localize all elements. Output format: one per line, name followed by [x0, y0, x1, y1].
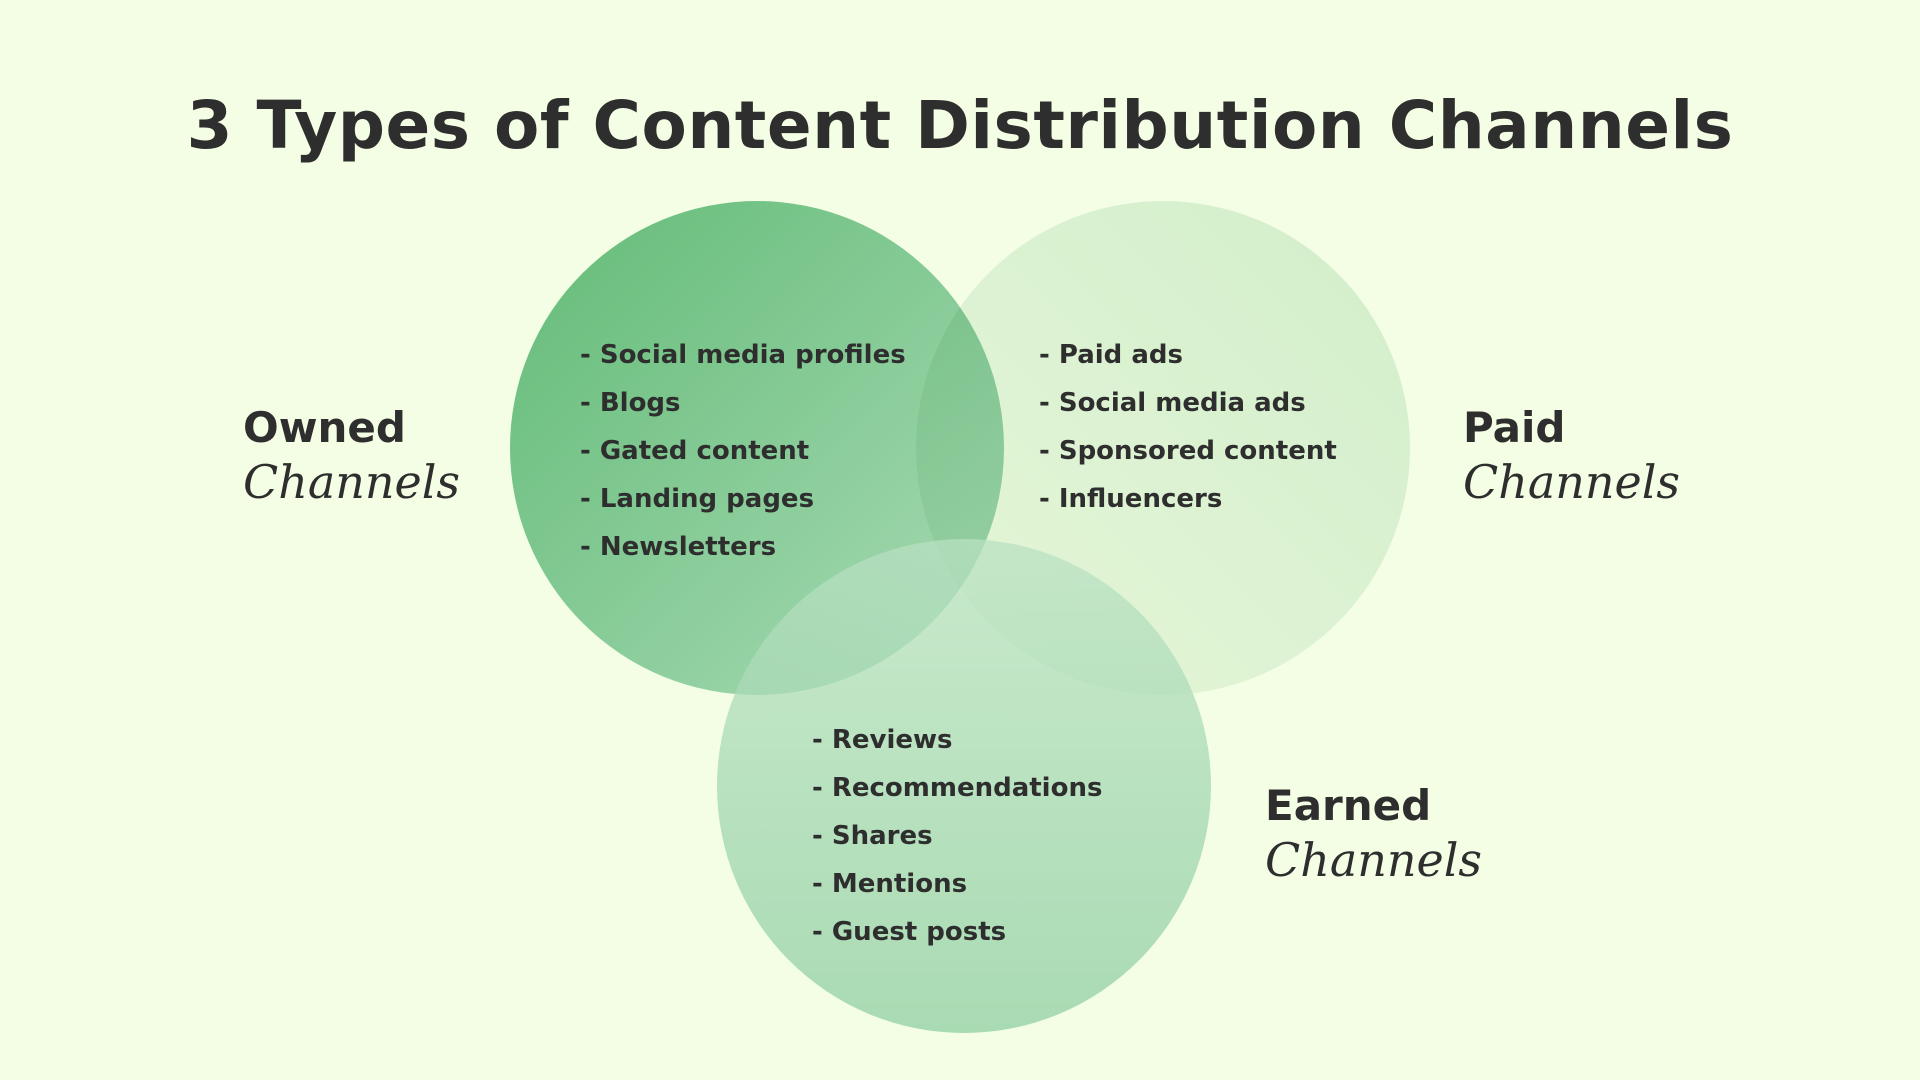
earned-channels-list: - Reviews - Recommendations - Shares - M… [812, 716, 1102, 956]
earned-circle [717, 539, 1211, 1033]
list-item: - Mentions [812, 869, 968, 899]
list-item: - Influencers [1039, 484, 1223, 514]
paid-channels-label: Paid Channels [1463, 402, 1680, 510]
list-item: - Landing pages [580, 484, 815, 514]
list-item: - Newsletters [580, 532, 777, 562]
earned-channels-label: Earned Channels [1265, 780, 1482, 888]
paid-channels-list: - Paid ads - Social media ads - Sponsore… [1039, 331, 1337, 523]
paid-label-name: Paid [1463, 403, 1566, 452]
owned-channels-label: Owned Channels [243, 402, 460, 510]
list-item: - Recommendations [812, 773, 1103, 803]
owned-channels-list: - Social media profiles - Blogs - Gated … [580, 331, 906, 571]
paid-label-subtitle: Channels [1463, 455, 1681, 509]
owned-label-name: Owned [243, 403, 406, 452]
list-item: - Paid ads [1039, 340, 1183, 370]
page-title: 3 Types of Content Distribution Channels [186, 87, 1734, 164]
list-item: - Blogs [580, 388, 681, 418]
list-item: - Social media ads [1039, 388, 1306, 418]
earned-label-subtitle: Channels [1265, 833, 1483, 887]
list-item: - Shares [812, 821, 933, 851]
owned-label-subtitle: Channels [243, 455, 461, 509]
list-item: - Reviews [812, 725, 953, 755]
list-item: - Social media profiles [580, 340, 906, 370]
list-item: - Gated content [580, 436, 810, 466]
list-item: - Guest posts [812, 917, 1007, 947]
list-item: - Sponsored content [1039, 436, 1337, 466]
earned-label-name: Earned [1265, 781, 1432, 830]
